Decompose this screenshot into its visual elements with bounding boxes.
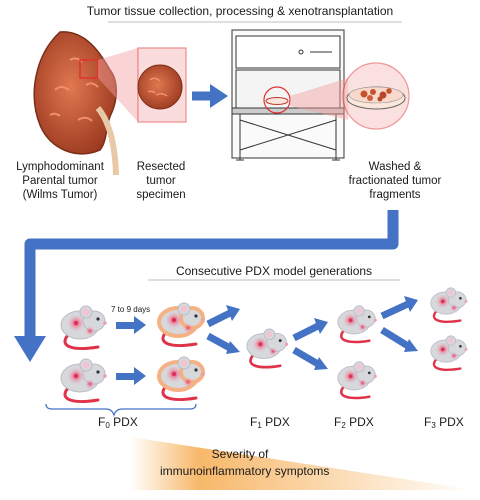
mouse-f0-donor-top [60,305,107,350]
connecting-arrow-head [14,336,46,362]
washed-fragments-label: Washed & fractionated tumor fragments [348,161,442,201]
petri-dish-zoom [342,62,410,130]
section2-title: Consecutive PDX model generations [175,264,373,278]
hood-petri-dish [265,97,289,105]
arrow-to-hood-head [210,84,228,108]
mouse-f0-top [157,302,205,347]
mice-group [60,287,468,403]
mouse-f3-bottom [430,335,468,371]
kidney-tumor-illustration [33,31,119,176]
generation-arrows [116,316,146,385]
parental-tumor-label: Lymphodominant Parental tumor (Wilms Tum… [16,161,104,201]
hood-dish-highlight [263,86,291,114]
section1-title: Tumor tissue collection, processing & xe… [86,4,394,18]
connecting-arrow [24,210,399,336]
dish-zoom-cone [290,78,348,120]
mouse-f0-donor-bottom [60,358,107,403]
mouse-f0-bottom [157,356,205,401]
mouse-f2-bottom [337,361,377,400]
resected-specimen-label: Resected tumor specimen [136,161,186,201]
severity-gradient [130,437,476,490]
timing-label: 7 to 9 days [111,305,151,314]
generation-label-f3: F3 PDX [424,415,464,430]
diagonal-arrows [206,300,410,368]
mouse-f2-top [337,305,377,344]
mouse-f1 [246,328,289,369]
generation-label-f1: F1 PDX [250,415,290,430]
generation-label-f2: F2 PDX [334,415,374,430]
generation-label-f0: F0 PDX [98,415,138,430]
mouse-f3-top [430,287,468,323]
f0-bracket [45,403,197,417]
severity-label: Severity of immunoinflammatory symptoms [160,447,330,478]
resected-specimen-zoom [98,47,187,123]
